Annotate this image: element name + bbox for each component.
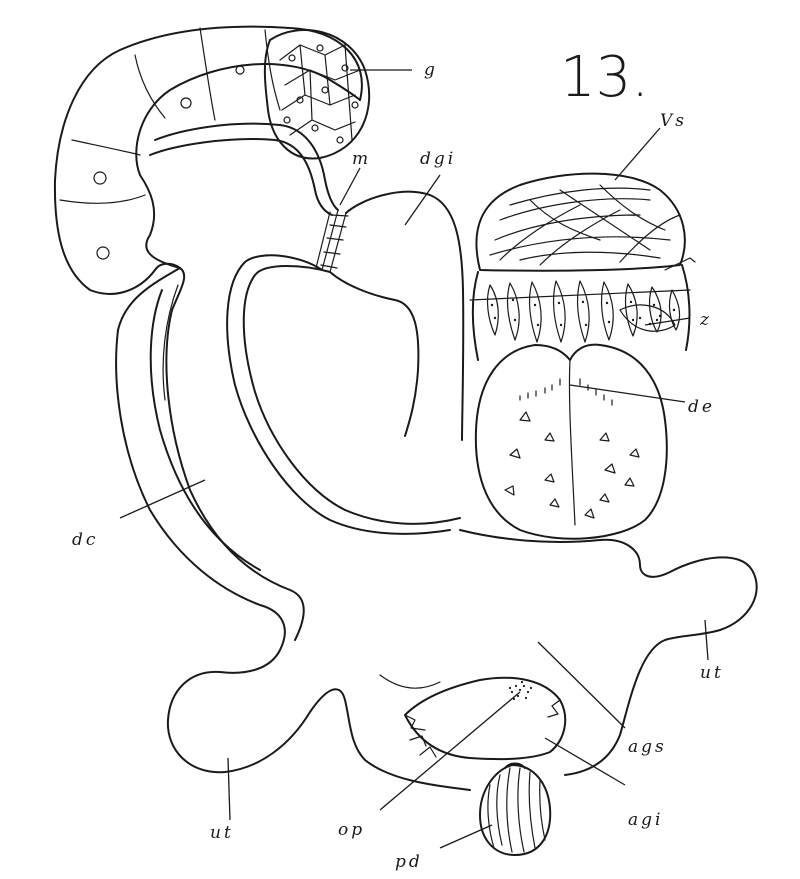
label-dc: dc: [72, 530, 98, 550]
figure-number: 13.: [560, 45, 649, 110]
label-agi: agi: [628, 810, 663, 830]
oviduct-loop: [149, 122, 349, 273]
seminal-vesicle: [475, 172, 686, 272]
ejaculatory-duct-de: [474, 343, 668, 540]
label-dgi: dgi: [420, 149, 456, 169]
label-m: m: [352, 149, 371, 169]
pore-op: [508, 680, 533, 701]
labels: g m dgi Vs z de dc ut ags agi op ut pd: [72, 60, 724, 872]
label-leaders: [119, 69, 709, 849]
label-pd: pd: [395, 852, 423, 872]
gland-zone-z: [469, 257, 696, 361]
label-ut-right: ut: [700, 663, 724, 683]
duct-dgi: [226, 190, 465, 535]
coiled-tube: [53, 25, 371, 295]
label-vs: Vs: [660, 111, 687, 131]
sphincter: [315, 209, 349, 273]
lower-genital-region: [379, 529, 758, 856]
label-ut-left: ut: [210, 823, 234, 843]
label-z: z: [699, 310, 712, 330]
label-op: op: [338, 820, 365, 840]
penis-pd: [479, 762, 552, 856]
outer-body-outline: [115, 267, 471, 791]
label-de: de: [688, 397, 715, 417]
label-ags: ags: [628, 737, 667, 757]
label-g: g: [424, 60, 438, 80]
